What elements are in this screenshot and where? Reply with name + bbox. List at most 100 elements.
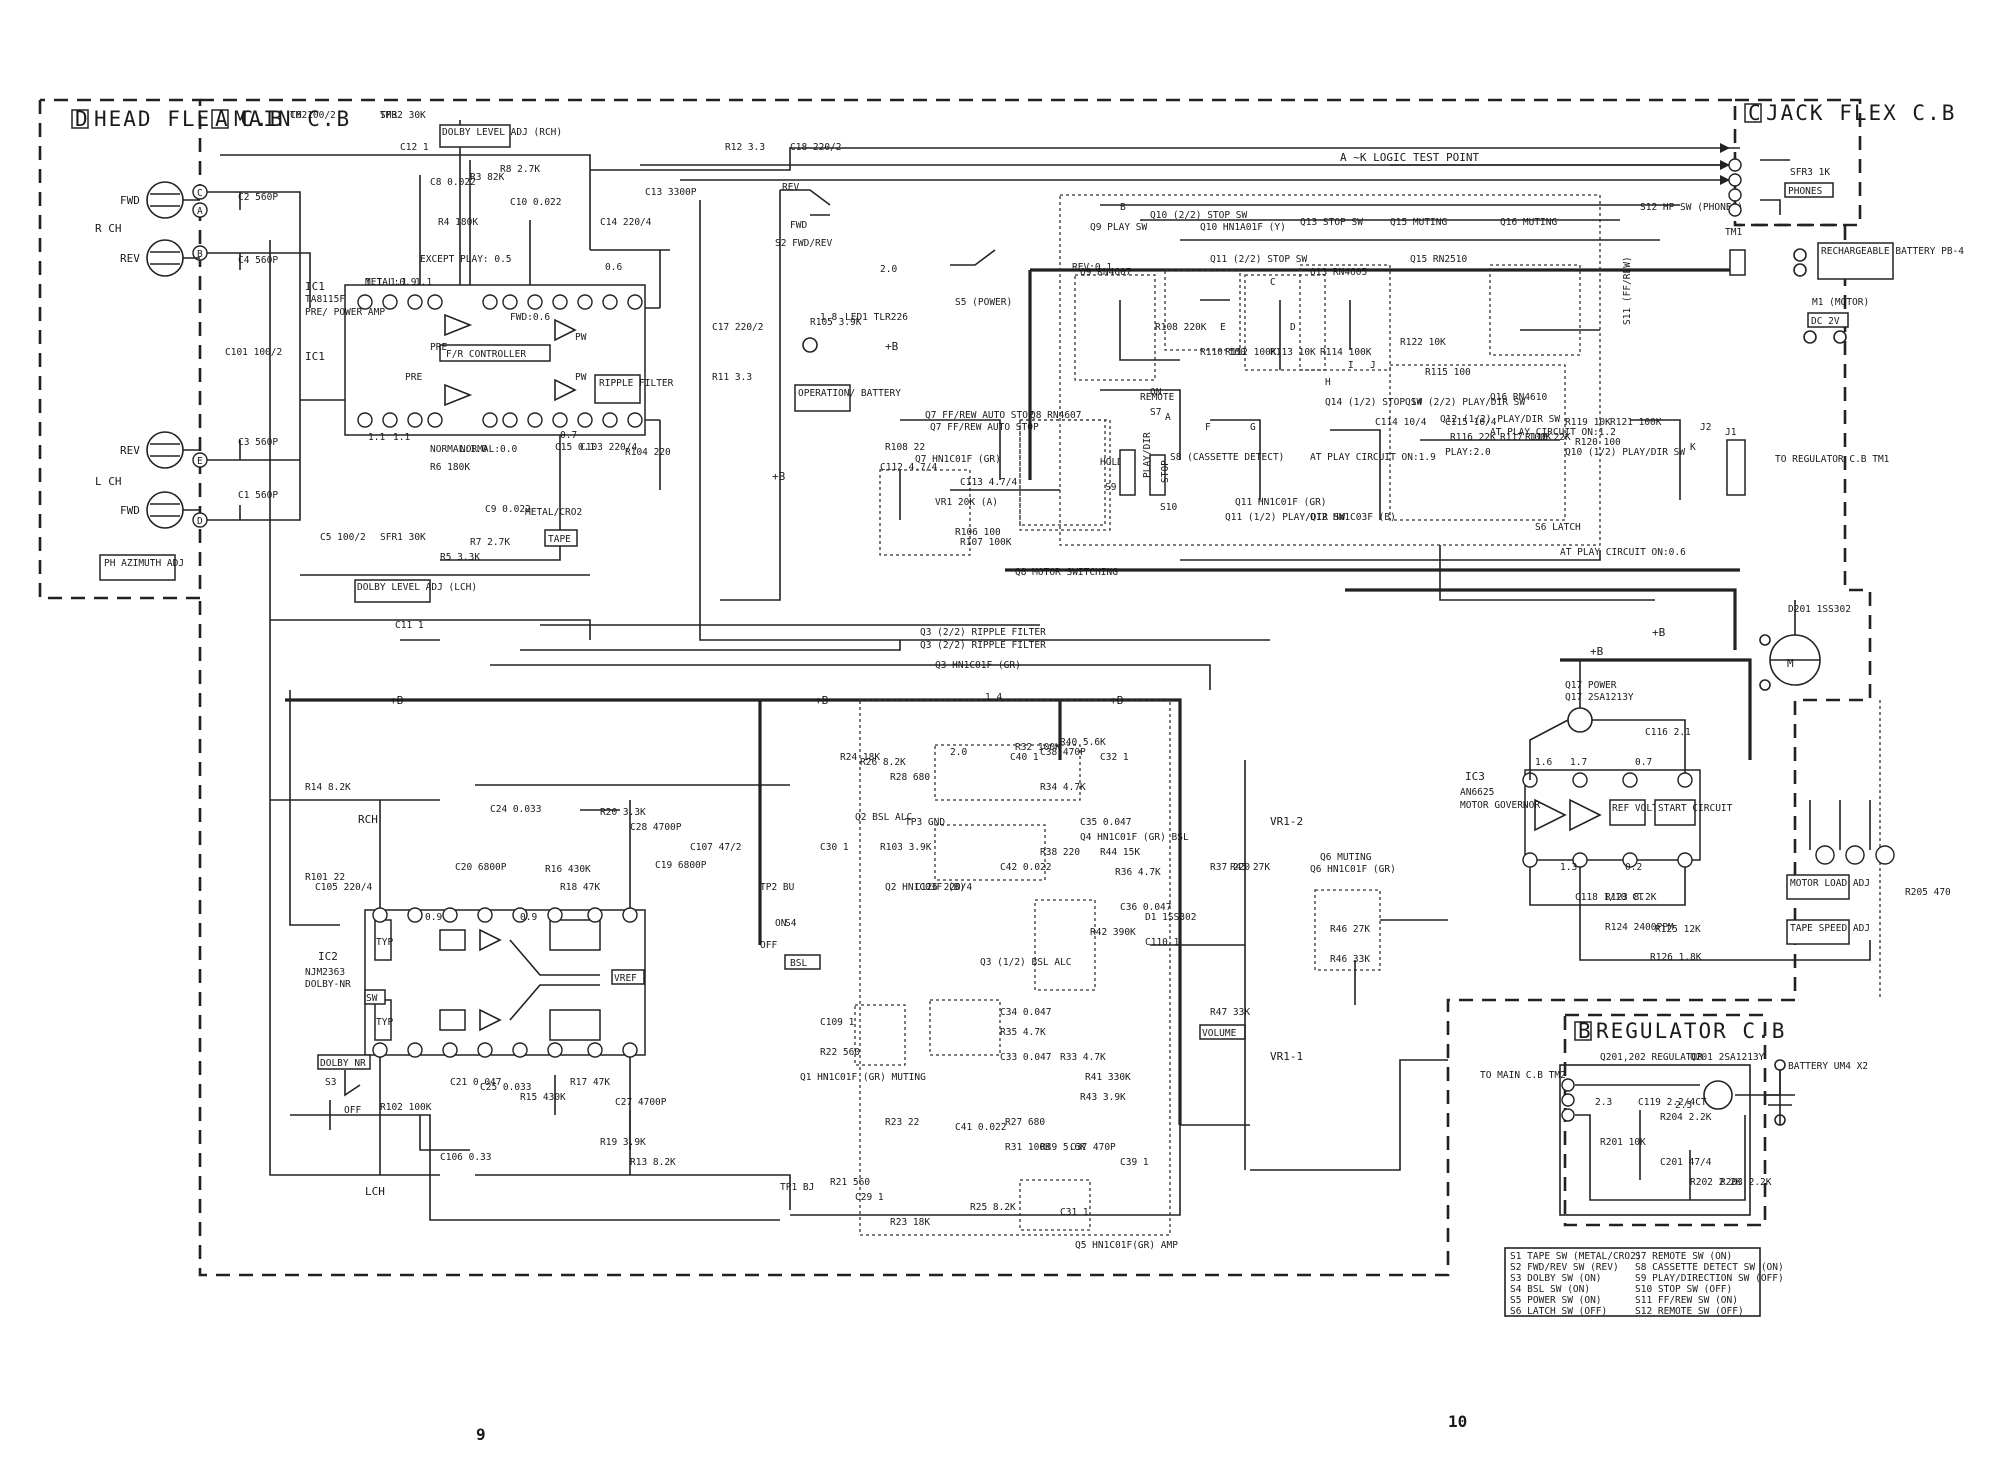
component-label: C1 560P: [238, 490, 278, 501]
component-label: C107 47/2: [690, 842, 741, 853]
svg-text:+B: +B: [390, 694, 404, 707]
voltage-label: 0.9: [520, 912, 537, 923]
component-label: R110 100: [1200, 347, 1246, 358]
svg-text:TO MAIN C.B TM2: TO MAIN C.B TM2: [1480, 1070, 1566, 1081]
svg-text:S9 PLAY/DIRECTION SW (OFF): S9 PLAY/DIRECTION SW (OFF): [1635, 1273, 1784, 1284]
svg-text:PW: PW: [575, 332, 587, 343]
component-label: C4 560P: [238, 255, 278, 266]
svg-text:S12 HP SW (PHONES): S12 HP SW (PHONES): [1640, 202, 1743, 213]
component-label: R35 4.7K: [1000, 1027, 1046, 1038]
svg-text:Q15 RN2510: Q15 RN2510: [1410, 254, 1467, 265]
component-label: C34 0.047: [1000, 1007, 1051, 1018]
component-label: VR1 20K (A): [935, 497, 998, 508]
component-label: C9 0.022: [485, 504, 531, 515]
component-label: C8 0.022: [430, 177, 476, 188]
component-label: R125 12K: [1655, 924, 1701, 935]
svg-text:Q5 HN1C01F(GR) AMP: Q5 HN1C01F(GR) AMP: [1075, 1240, 1178, 1251]
svg-text:HOLD: HOLD: [1100, 457, 1123, 468]
main-wiring: [207, 120, 1740, 1221]
component-label: C5 100/2: [320, 532, 366, 543]
component-label: C28 4700P: [630, 822, 682, 833]
component-label: R31 100K: [1005, 1142, 1051, 1153]
component-label: R23 22: [885, 1117, 919, 1128]
component-label: R25 8.2K: [970, 1202, 1016, 1213]
svg-text:I: I: [1348, 360, 1354, 371]
component-label: R4 180K: [438, 217, 478, 228]
stop-label: STOP: [1160, 460, 1171, 483]
component-label: TM2: [290, 110, 307, 121]
voltage-label: 1.1: [393, 432, 410, 443]
channel-r-label: R CH: [95, 222, 122, 235]
component-label: TP2 BU: [760, 882, 795, 893]
voltage-label: METAL:0.9: [365, 277, 417, 288]
svg-text:Q7 FF/REW AUTO STOP: Q7 FF/REW AUTO STOP: [925, 410, 1034, 421]
dolby-nr-label: DOLBY NR: [320, 1058, 366, 1069]
svg-text:NJM2363: NJM2363: [305, 967, 345, 978]
voltage-label: 0.9: [425, 912, 442, 923]
component-label: C13 3300P: [645, 187, 697, 198]
head-label: FWD: [120, 194, 140, 207]
svg-text:DOLBY-NR: DOLBY-NR: [305, 979, 351, 990]
component-label: C201 47/4: [1660, 1157, 1712, 1168]
component-label: R104 220: [625, 447, 671, 458]
switch-s5: S5 (POWER): [950, 249, 1012, 308]
component-label: C15 0.1: [555, 442, 595, 453]
component-label: R205 470: [1905, 887, 1951, 898]
board-letter-main: A: [215, 107, 230, 131]
voltage-label: 1.8: [820, 312, 837, 323]
tape-speed-label: TAPE SPEED ADJ: [1790, 923, 1870, 934]
q9-label: Q9 PLAY SW: [1090, 222, 1147, 233]
svg-text:Q12 HN1C03F (B): Q12 HN1C03F (B): [1310, 512, 1396, 523]
component-label: J2: [1700, 422, 1711, 433]
component-label: R46 33K: [1330, 954, 1370, 965]
svg-text:Q16 RN4610: Q16 RN4610: [1490, 392, 1547, 403]
svg-text:E: E: [1220, 322, 1226, 333]
svg-text:PW: PW: [575, 372, 587, 383]
svg-text:Q10 (2/2) STOP SW: Q10 (2/2) STOP SW: [1150, 210, 1248, 221]
svg-text:S3: S3: [325, 1077, 336, 1088]
ref-volt-label: REF VOLT: [1612, 803, 1658, 814]
svg-text:MOTOR GOVERNOR: MOTOR GOVERNOR: [1460, 800, 1540, 811]
component-label: R21 560: [830, 1177, 870, 1188]
voltage-label: 1.4: [985, 692, 1002, 703]
ic1-pins: [357, 294, 643, 428]
page-number-left: 9: [476, 1425, 486, 1444]
component-label: R122 10K: [1400, 337, 1446, 348]
svg-text:SW: SW: [366, 993, 378, 1004]
motor-load-label: MOTOR LOAD ADJ: [1790, 878, 1870, 889]
component-label: C14 220/4: [600, 217, 652, 228]
board-title-regulator: REGULATOR C.B: [1596, 1019, 1786, 1043]
svg-text:S4: S4: [785, 918, 797, 929]
svg-text:Q201,202 REGULATOR: Q201,202 REGULATOR: [1600, 1052, 1703, 1063]
component-label: C118 1/10 CT: [1575, 892, 1644, 903]
component-label: R39 5.6K: [1040, 1142, 1086, 1153]
fr-controller-label: F/R CONTROLLER: [446, 349, 526, 360]
svg-text:Q17 2SA1213Y: Q17 2SA1213Y: [1565, 692, 1634, 703]
component-label: R34 4.7K: [1040, 782, 1086, 793]
svg-text:S7 REMOTE SW (ON): S7 REMOTE SW (ON): [1635, 1251, 1732, 1262]
svg-text:VR1-1: VR1-1: [1270, 1050, 1303, 1063]
remote-label: REMOTE: [1140, 392, 1175, 403]
svg-text:A: A: [1165, 412, 1171, 423]
component-label: R33 4.7K: [1060, 1052, 1106, 1063]
component-label: C3 560P: [238, 437, 278, 448]
component-label: R20 3.3K: [600, 807, 646, 818]
svg-text:IC3: IC3: [1465, 770, 1485, 783]
head-section: R CH L CH FWD REV REV FWD C A B E D PH A…: [95, 181, 208, 581]
svg-text:Q2 BSL ALC: Q2 BSL ALC: [855, 812, 912, 823]
component-label: C25 0.033: [480, 1082, 531, 1093]
component-label: C24 0.033: [490, 804, 541, 815]
regulator-board: Q201,202 REGULATOR Q201 2SA1213Y TO MAIN…: [1480, 1052, 1868, 1216]
component-label: C33 0.047: [1000, 1052, 1051, 1063]
volume-label: VOLUME: [1202, 1028, 1237, 1039]
component-label: R116 22K: [1450, 432, 1496, 443]
head-rev-r: REV: [120, 239, 184, 277]
component-label: R32 100K: [1015, 742, 1061, 753]
svg-text:TO REGULATOR C.B TM1: TO REGULATOR C.B TM1: [1775, 454, 1890, 465]
svg-text:K: K: [1690, 442, 1696, 453]
svg-text:+B: +B: [772, 470, 786, 483]
svg-text:S1 TAPE SW (METAL/CRO2): S1 TAPE SW (METAL/CRO2): [1510, 1251, 1642, 1262]
svg-text:S2 FWD/REV: S2 FWD/REV: [775, 238, 832, 249]
svg-text:ON: ON: [775, 918, 787, 929]
